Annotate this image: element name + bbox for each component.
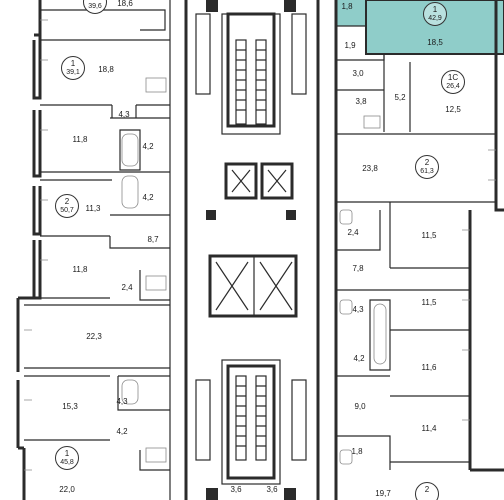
- partitions-right: [336, 0, 504, 470]
- partitions-left: [24, 0, 171, 500]
- apartment-number: 2: [424, 485, 430, 494]
- room-area: 3,6: [266, 485, 278, 494]
- room-area: 4,2: [142, 193, 154, 202]
- apartment-number: 1: [70, 59, 76, 68]
- room-area: 4,2: [353, 354, 365, 363]
- apartment-badge[interactable]: 1 39,1: [61, 56, 85, 80]
- room-area: 3,8: [355, 97, 367, 106]
- apartment-badge[interactable]: 1С 26,4: [441, 70, 465, 94]
- apartment-badge[interactable]: 1 45,8: [55, 446, 79, 470]
- room-area: 4,2: [116, 427, 128, 436]
- room-area: 1,9: [344, 41, 356, 50]
- apartment-area: 42,9: [428, 15, 442, 22]
- apartment-number: 2: [64, 197, 70, 206]
- apartment-badge[interactable]: 2: [415, 482, 439, 500]
- room-area: 4,3: [116, 397, 128, 406]
- apartment-number: 1: [64, 449, 70, 458]
- room-area: 3,6: [230, 485, 242, 494]
- room-area: 11,3: [85, 204, 101, 213]
- apartment-1-42-9-hall-fill: [336, 0, 366, 26]
- room-area: 11,5: [421, 298, 437, 307]
- room-area: 18,8: [98, 65, 114, 74]
- apartment-area: 50,7: [60, 207, 74, 214]
- apartment-area: 39,1: [66, 69, 80, 76]
- room-area: 2,4: [347, 228, 359, 237]
- room-area: 4,3: [118, 110, 130, 119]
- exterior-walls: [16, 0, 504, 500]
- room-area: 22,0: [59, 485, 75, 494]
- room-area: 4,2: [142, 142, 154, 151]
- room-area: 4,3: [352, 305, 364, 314]
- room-area: 5,2: [394, 93, 406, 102]
- room-area: 7,8: [352, 264, 364, 273]
- apartment-area: 45,8: [60, 459, 74, 466]
- apartment-number: 1С: [447, 73, 459, 82]
- apartment-number: 1: [432, 5, 438, 14]
- room-area: 3,0: [352, 69, 364, 78]
- room-area: 11,4: [421, 424, 437, 433]
- room-area: 11,8: [72, 135, 88, 144]
- apartment-number: 2: [424, 158, 430, 167]
- room-area: 23,8: [362, 164, 378, 173]
- apartment-area: 61,3: [420, 168, 434, 175]
- core: [195, 12, 307, 485]
- room-area: 22,3: [86, 332, 102, 341]
- apartment-badge[interactable]: 2 61,3: [415, 155, 439, 179]
- room-area: 1,8: [351, 447, 363, 456]
- room-area: 11,8: [72, 265, 88, 274]
- room-area: 1,8: [341, 2, 353, 11]
- apartment-badge-selected[interactable]: 1 42,9: [423, 2, 447, 26]
- room-area: 11,6: [421, 363, 437, 372]
- room-area: 8,7: [147, 235, 159, 244]
- room-area: 18,6: [117, 0, 133, 8]
- room-area: 11,5: [421, 231, 437, 240]
- fixtures: [24, 19, 496, 471]
- apartment-area: 26,4: [446, 83, 460, 90]
- room-area: 12,5: [445, 105, 461, 114]
- room-area: 18,5: [427, 38, 443, 47]
- room-area: 19,7: [375, 489, 391, 498]
- room-area: 9,0: [354, 402, 366, 411]
- apartment-area: 39,6: [88, 3, 102, 10]
- apartment-number: 1: [84, 0, 106, 2]
- room-area: 2,4: [121, 283, 133, 292]
- columns: [206, 0, 296, 500]
- apartment-badge[interactable]: 2 50,7: [55, 194, 79, 218]
- room-area: 15,3: [62, 402, 78, 411]
